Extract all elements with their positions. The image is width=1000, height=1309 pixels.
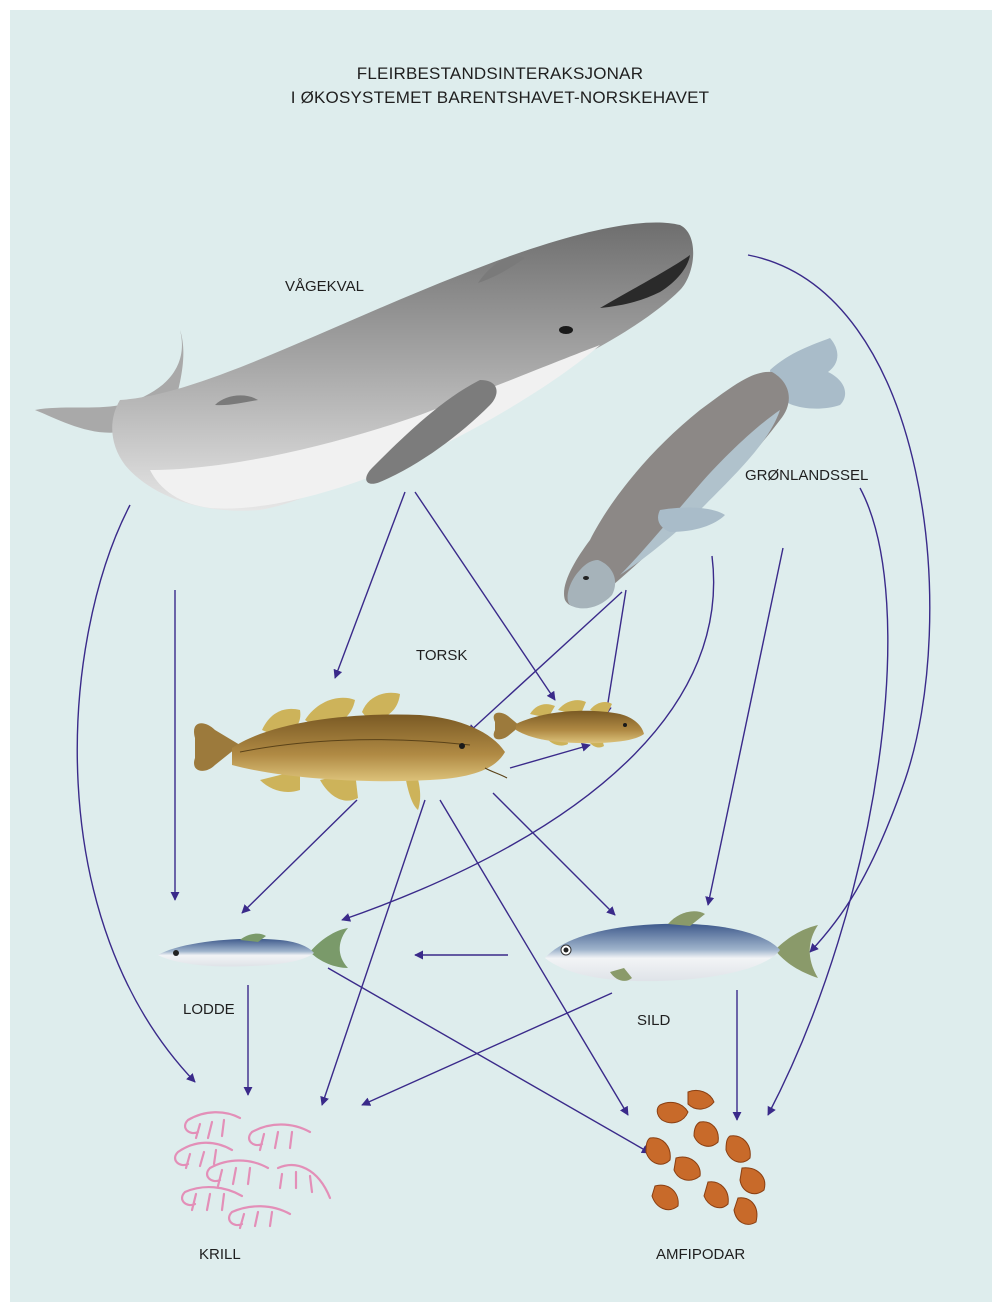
- arrow-whale-to-krill: [77, 505, 195, 1082]
- arrow-seal-to-small-cod: [606, 590, 626, 715]
- amphipod-8: [652, 1185, 678, 1210]
- amphipod-3: [694, 1122, 718, 1147]
- arrow-seal-to-herring: [708, 548, 783, 905]
- arrow-cod-to-small-cod: [510, 745, 590, 768]
- krill-3: [175, 1143, 232, 1168]
- label-amphipods: AMFIPODAR: [656, 1246, 745, 1263]
- amphipod-1: [657, 1102, 688, 1122]
- label-herring: SILD: [637, 1012, 670, 1029]
- arrow-whale-to-cod: [335, 492, 405, 678]
- amphipod-10: [734, 1198, 757, 1225]
- krill-5: [278, 1165, 330, 1198]
- amphipod-2: [688, 1090, 714, 1109]
- amphipod-6: [674, 1157, 700, 1180]
- minke-whale-illustration: [35, 222, 693, 510]
- capelin-illustration: [158, 928, 348, 968]
- amphipod-4: [726, 1136, 750, 1162]
- amphipod-7: [740, 1168, 765, 1194]
- krill-6: [182, 1187, 242, 1210]
- arrow-whale-to-small-cod: [415, 492, 555, 700]
- label-capelin: LODDE: [183, 1001, 235, 1018]
- amphipod-9: [704, 1182, 728, 1208]
- krill-2: [249, 1125, 310, 1151]
- krill-illustration: [175, 1112, 330, 1228]
- label-minke-whale: VÅGEKVAL: [285, 278, 364, 295]
- herring-illustration: [545, 911, 818, 981]
- krill-1: [185, 1112, 240, 1138]
- amphipods-illustration: [646, 1090, 765, 1224]
- cod-illustration: [194, 693, 507, 810]
- amphipod-5: [646, 1138, 670, 1164]
- arrow-cod-to-herring: [493, 793, 615, 915]
- arrow-capelin-to-amphipods: [328, 968, 650, 1153]
- arrow-whale-to-herring: [748, 255, 930, 952]
- krill-4: [207, 1161, 268, 1187]
- label-cod: TORSK: [416, 647, 467, 664]
- krill-7: [229, 1206, 290, 1228]
- label-harp-seal: GRØNLANDSSEL: [745, 467, 868, 484]
- arrow-seal-to-amphipods: [768, 488, 888, 1115]
- small-cod-illustration: [494, 700, 644, 747]
- label-krill: KRILL: [199, 1246, 241, 1263]
- arrow-cod-to-capelin: [242, 800, 357, 913]
